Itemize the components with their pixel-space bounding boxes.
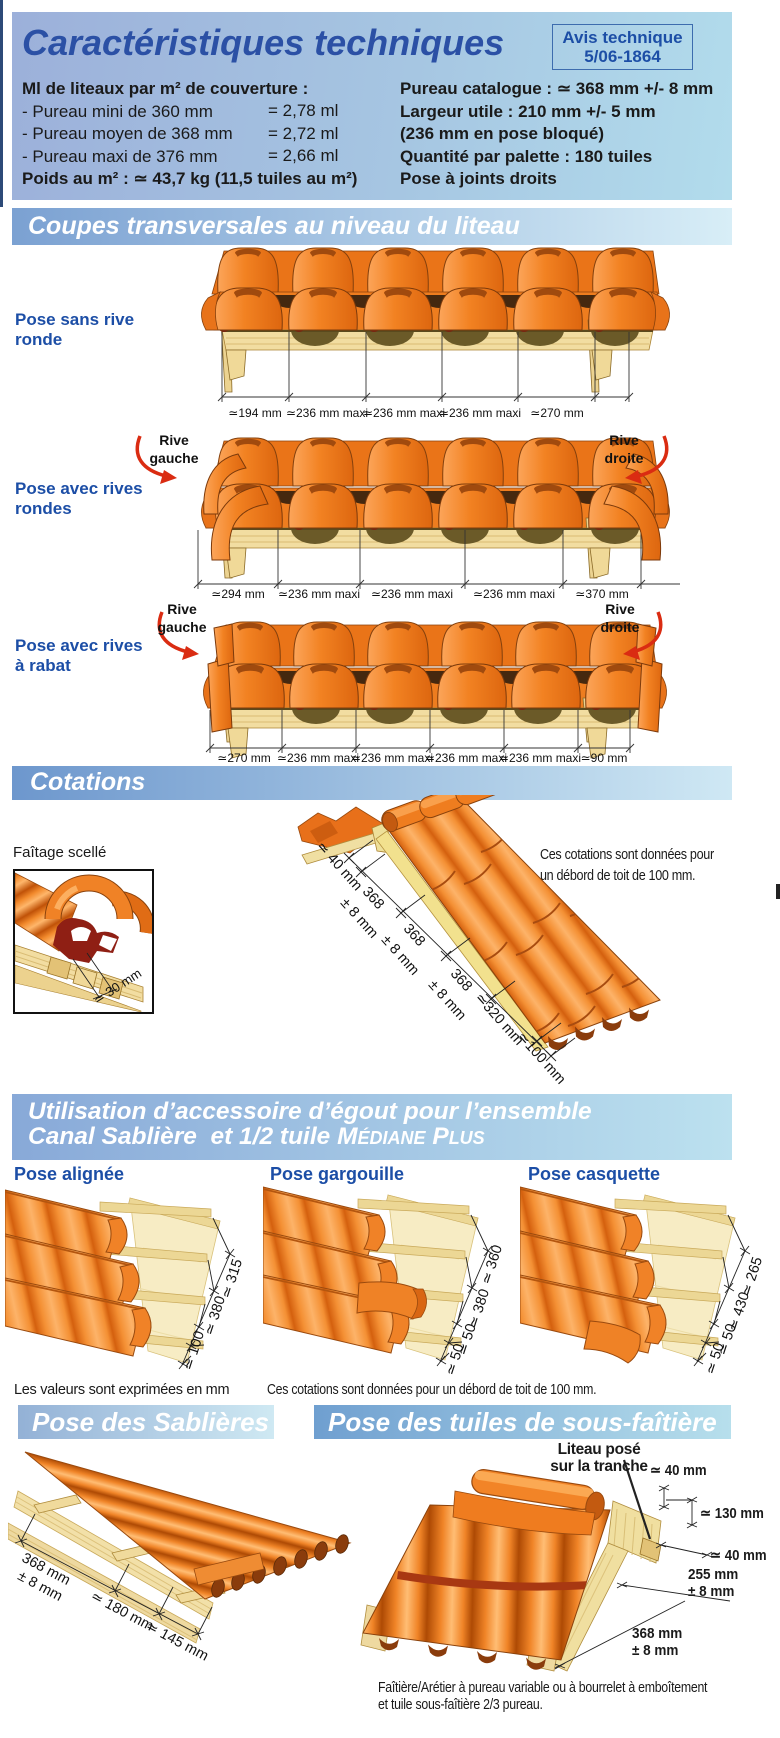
svg-text:≃236 mm maxi: ≃236 mm maxi xyxy=(439,406,521,420)
svg-text:≃236 mm maxi: ≃236 mm maxi xyxy=(499,751,581,765)
svg-text:≃294 mm: ≃294 mm xyxy=(211,587,264,601)
svg-text:≃90 mm: ≃90 mm xyxy=(581,751,628,765)
svg-text:368: 368 xyxy=(447,966,475,995)
svg-text:≃236 mm maxi: ≃236 mm maxi xyxy=(371,587,453,601)
svg-text:≃236 mm maxi: ≃236 mm maxi xyxy=(278,587,360,601)
svg-text:≃236 mm maxi: ≃236 mm maxi xyxy=(351,751,433,765)
svg-text:≃370 mm: ≃370 mm xyxy=(575,587,628,601)
svg-text:≃236 mm maxi: ≃236 mm maxi xyxy=(425,751,507,765)
svg-text:≃236 mm maxi: ≃236 mm maxi xyxy=(286,406,368,420)
svg-text:≃194 mm: ≃194 mm xyxy=(228,406,281,420)
svg-text:368: 368 xyxy=(359,884,387,913)
svg-text:≃236 mm maxi: ≃236 mm maxi xyxy=(277,751,359,765)
svg-text:≃270 mm: ≃270 mm xyxy=(530,406,583,420)
svg-text:≃ 50: ≃ 50 xyxy=(703,1341,728,1377)
svg-text:≃236 mm maxi: ≃236 mm maxi xyxy=(363,406,445,420)
svg-text:≃236 mm maxi: ≃236 mm maxi xyxy=(473,587,555,601)
svg-text:≃ 380: ≃ 380 xyxy=(201,1294,229,1337)
svg-text:≃270 mm: ≃270 mm xyxy=(217,751,270,765)
svg-text:368: 368 xyxy=(400,921,428,950)
svg-text:≃ 315: ≃ 315 xyxy=(218,1257,246,1300)
